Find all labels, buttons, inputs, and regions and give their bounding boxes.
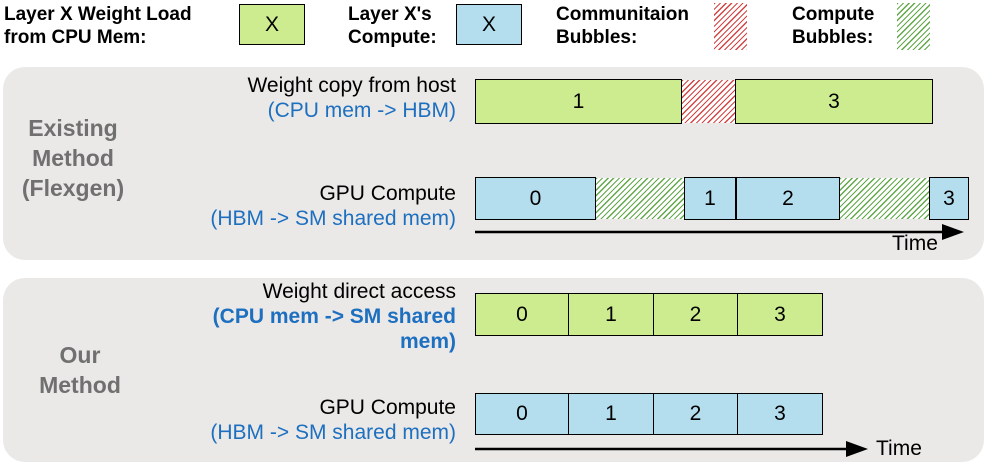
our-access-block-label: 2 bbox=[689, 302, 702, 326]
existing-method-title-line1: Existing bbox=[28, 115, 118, 141]
existing-compute-sublabel: (HBM -> SM shared mem) bbox=[210, 207, 456, 230]
our-access-block: 0 bbox=[475, 293, 569, 336]
our-method-title-line1: Our bbox=[59, 342, 101, 368]
legend-load-label-line1: Layer X Weight Load bbox=[4, 4, 192, 25]
our-compute-block-label: 3 bbox=[774, 402, 786, 425]
existing-compute-block-label: 1 bbox=[704, 186, 716, 210]
legend-compute-label-line1: Layer X's bbox=[348, 4, 432, 25]
legend-compute-swatch: X bbox=[456, 4, 522, 45]
existing-compute-block: 1 bbox=[684, 177, 736, 220]
legend-cbub-swatch bbox=[897, 3, 930, 50]
existing-compute-block: 2 bbox=[736, 177, 840, 220]
our-compute-block: 3 bbox=[737, 393, 823, 435]
legend-comm-label-line2: Bubbles: bbox=[556, 27, 638, 48]
legend-load-label: Layer X Weight Load from CPU Mem: bbox=[4, 3, 192, 49]
our-method-title-line2: Method bbox=[39, 372, 121, 398]
existing-copy-block-label: 1 bbox=[572, 89, 585, 113]
our-compute-block-label: 2 bbox=[689, 402, 702, 425]
existing-method-title-line3: (Flexgen) bbox=[21, 175, 125, 201]
our-access-block-label: 3 bbox=[774, 302, 786, 326]
our-access-sublabel-line1: (CPU mem -> SM shared bbox=[212, 305, 456, 328]
existing-compute-block-label: 0 bbox=[529, 186, 542, 210]
existing-time-label: Time bbox=[892, 232, 938, 255]
existing-compute-row-label: GPU Compute (HBM -> SM shared mem) bbox=[96, 181, 456, 231]
existing-copy-row-label: Weight copy from host (CPU mem -> HBM) bbox=[136, 73, 456, 123]
legend-compute-label: Layer X's Compute: bbox=[348, 3, 437, 49]
our-compute-block-label: 1 bbox=[605, 402, 617, 425]
existing-compute-label: GPU Compute bbox=[319, 182, 456, 205]
our-method-title: Our Method bbox=[35, 340, 125, 400]
our-access-label: Weight direct access bbox=[262, 280, 456, 303]
our-access-block: 2 bbox=[653, 293, 738, 336]
our-access-block: 3 bbox=[737, 293, 823, 336]
our-access-row-label: Weight direct access (CPU mem -> SM shar… bbox=[96, 279, 456, 354]
legend-compute-label-line2: Compute: bbox=[348, 27, 437, 48]
existing-compute-block-label: 3 bbox=[943, 186, 955, 210]
our-access-sublabel-line2: mem) bbox=[399, 330, 456, 353]
legend-comm-swatch bbox=[714, 3, 747, 50]
our-compute-label: GPU Compute bbox=[319, 396, 456, 419]
existing-compute-block: 0 bbox=[475, 177, 596, 220]
our-compute-block: 0 bbox=[475, 393, 569, 435]
existing-compute-block-label: 2 bbox=[782, 186, 794, 210]
legend-comm-label: Communitaion Bubbles: bbox=[556, 3, 689, 49]
legend-cbub-label-line2: Bubbles: bbox=[792, 27, 874, 48]
our-compute-block: 1 bbox=[568, 393, 654, 435]
legend-cbub-label-line1: Compute bbox=[792, 4, 875, 25]
legend-compute-swatch-text: X bbox=[481, 12, 496, 36]
legend-load-swatch: X bbox=[239, 4, 305, 45]
legend-cbub-label: Compute Bubbles: bbox=[792, 3, 874, 49]
existing-copy-block: 3 bbox=[735, 79, 933, 124]
existing-method-title: Existing Method (Flexgen) bbox=[0, 113, 146, 203]
our-access-block: 1 bbox=[568, 293, 654, 336]
our-compute-sublabel: (HBM -> SM shared mem) bbox=[210, 421, 456, 444]
our-access-block-label: 1 bbox=[605, 302, 617, 326]
our-access-block-label: 0 bbox=[516, 302, 528, 326]
existing-compute-bubble bbox=[840, 178, 929, 219]
existing-copy-label: Weight copy from host bbox=[247, 74, 456, 97]
existing-compute-block: 3 bbox=[929, 177, 969, 220]
existing-method-title-line2: Method bbox=[32, 145, 114, 171]
existing-copy-block-label: 3 bbox=[828, 89, 840, 113]
existing-copy-sublabel: (CPU mem -> HBM) bbox=[267, 99, 456, 122]
legend-load-label-line2: from CPU Mem: bbox=[4, 27, 147, 48]
our-time-label: Time bbox=[876, 437, 922, 460]
legend-comm-label-line1: Communitaion bbox=[556, 4, 689, 25]
existing-compute-bubble bbox=[596, 178, 684, 219]
our-compute-row-label: GPU Compute (HBM -> SM shared mem) bbox=[96, 395, 456, 445]
existing-comm-bubble bbox=[682, 80, 735, 123]
legend-load-swatch-text: X bbox=[264, 12, 279, 36]
existing-copy-block: 1 bbox=[475, 79, 682, 124]
our-compute-block: 2 bbox=[653, 393, 738, 435]
our-compute-block-label: 0 bbox=[516, 402, 528, 425]
